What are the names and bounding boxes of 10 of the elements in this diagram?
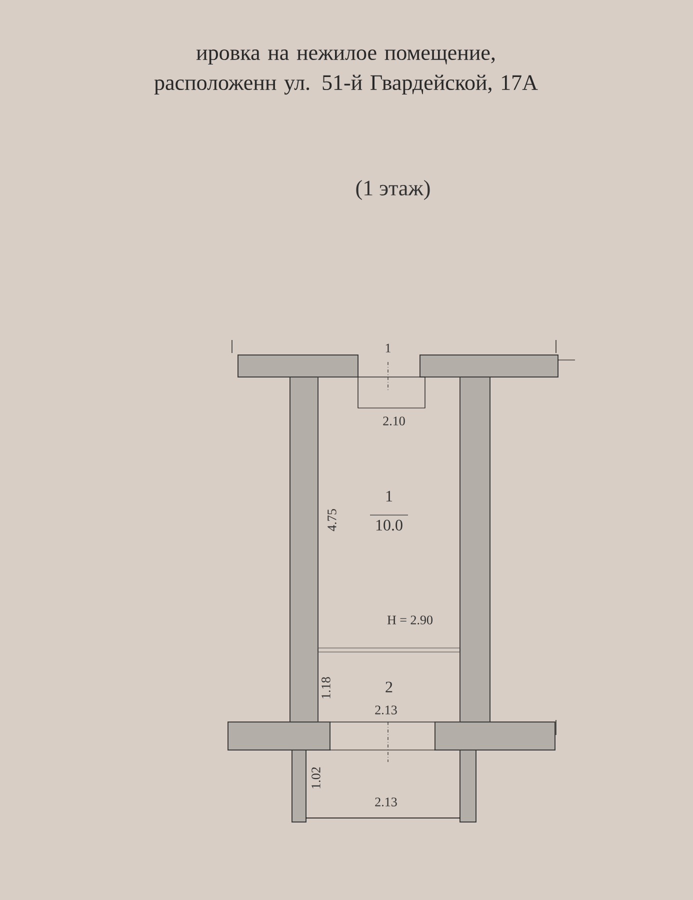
title: ировка на нежилое помещение, расположенн ул. 51-й Гвардейской, 17А (154, 49, 538, 95)
dimension-label: 2.13 (375, 706, 397, 714)
floor-caption: (1 этаж) (356, 180, 430, 200)
dimension-label: 2.13 (375, 798, 397, 806)
dimension-label: 1.02 (312, 767, 320, 788)
dimension-label: 2.10 (383, 416, 405, 426)
axis-label: 1 (386, 344, 390, 352)
height-label: H = 2.90 (387, 616, 432, 624)
dimension-label: 4.75 (328, 509, 336, 532)
dimension-label: 1.18 (322, 677, 330, 698)
